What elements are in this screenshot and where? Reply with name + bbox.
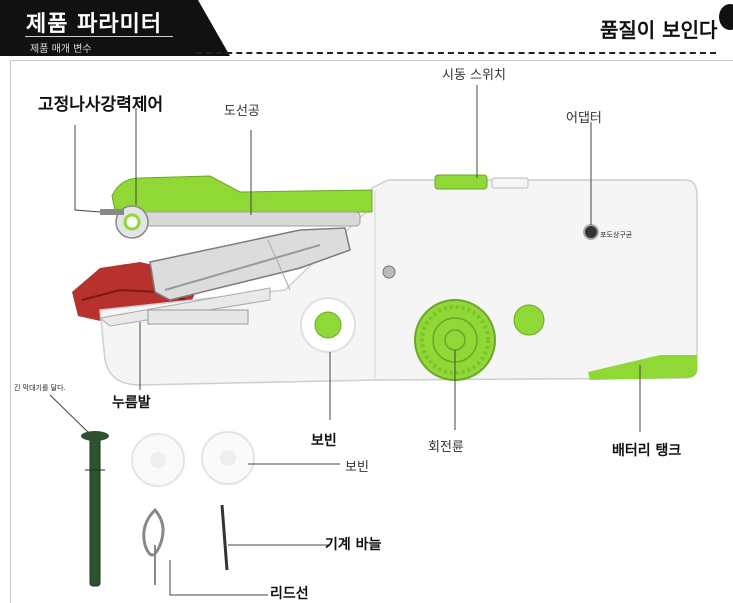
quality-title: 품질이 보인다 <box>600 18 718 42</box>
label-machine-needle: 기계 바늘 <box>325 537 382 553</box>
image-frame <box>10 60 733 603</box>
page-title: 제품 파라미터 <box>26 12 163 37</box>
page-subtitle: 제품 매개 변수 <box>30 44 92 55</box>
label-bobbin-spare: 보빈 <box>345 460 369 475</box>
battery-tank-strip <box>588 355 697 380</box>
header-tab <box>0 0 198 56</box>
label-adapter: 어댑터 <box>566 111 602 126</box>
power-switch <box>434 174 488 190</box>
corner-mark <box>719 4 733 30</box>
label-threader: 리드선 <box>270 586 309 602</box>
adapter-port <box>583 224 599 240</box>
label-presser-foot: 누름발 <box>112 395 151 411</box>
label-bobbin-main: 보빈 <box>311 433 337 449</box>
label-handwheel: 회전륜 <box>428 440 464 455</box>
label-power-switch: 시동 스위치 <box>442 68 506 83</box>
dashed-divider <box>196 52 716 54</box>
label-adapter-port: 포도상구균 <box>600 231 633 239</box>
label-fixing-screw: 고정나사강력제어 <box>38 95 164 115</box>
label-spindle-note: 긴 막대기를 달다. <box>14 384 66 392</box>
header-rule <box>25 36 173 37</box>
label-battery-tank: 배터리 탱크 <box>612 443 682 459</box>
label-thread-guide: 도선공 <box>224 104 260 119</box>
